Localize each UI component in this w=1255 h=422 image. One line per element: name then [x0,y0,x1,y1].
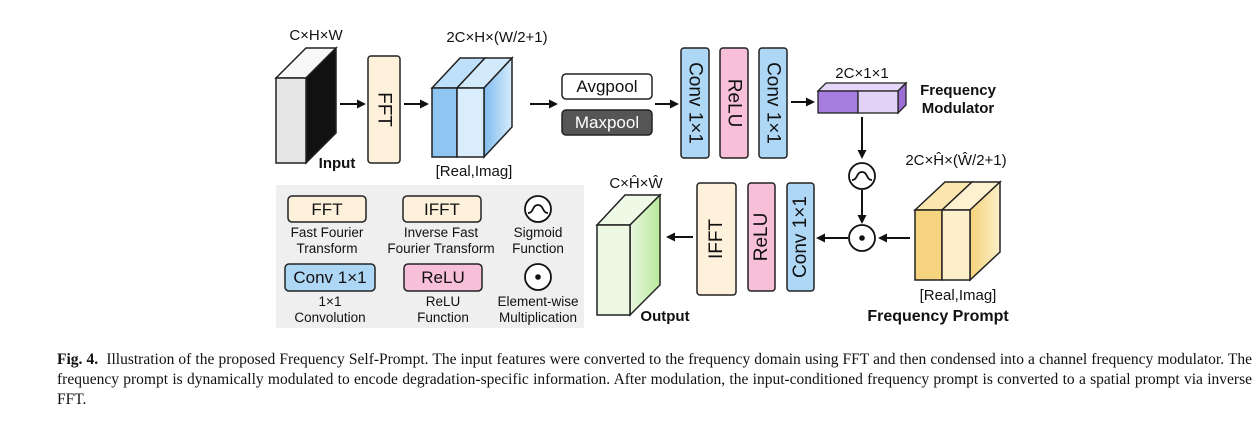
figure-caption: Fig. 4. Illustration of the proposed Fre… [57,350,1252,410]
legend-fft-box-label: FFT [311,200,342,219]
conv-block-1 [680,47,710,159]
conv-block-1-label: Conv 1×1 [685,62,706,144]
legend-conv-box-label: Conv 1×1 [293,268,366,287]
fft-block [367,55,401,164]
conv-block-2 [758,47,788,159]
sigmoid-icon [848,162,876,190]
relu-block-1 [719,47,749,159]
legend-mult-desc-1: Element-wise [497,294,578,309]
input-dim-label: C×H×W [289,27,343,44]
conv-block-3 [786,182,815,292]
legend-sigmoid-desc-1: Sigmoid [514,225,563,240]
legend-fft-desc-2: Transform [296,241,357,256]
legend-conv-desc-2: Convolution [294,310,365,325]
frequency-prompt-cube [913,180,1002,282]
input-label: Input [319,155,356,172]
frequency-self-prompt-diagram: C×H×W Input FFT 2C×H×(W/2+1) [Real,Imag]… [274,27,1009,328]
maxpool-block [561,109,653,136]
legend-relu-desc-2: Function [417,310,469,325]
ifft-block-label: IFFT [706,219,727,259]
multiply-icon [848,224,876,252]
prompt-real-imag-label: [Real,Imag] [920,287,997,304]
maxpool-label: Maxpool [575,113,639,132]
freq-real-imag-label: [Real,Imag] [436,163,513,180]
fft-block-label: FFT [374,92,395,127]
relu-block-1-label: ReLU [724,79,745,128]
ifft-block [696,182,737,296]
legend-relu-box [403,263,483,292]
legend-sigmoid-icon [524,195,552,223]
output-dim-label: C×Ĥ×Ŵ [609,175,663,192]
legend-ifft-desc-2: Fourier Transform [387,241,494,256]
input-cube [274,46,338,165]
legend-conv-box [284,263,376,292]
prompt-label: Frequency Prompt [867,308,1009,325]
relu-block-2-label: ReLU [751,213,772,262]
legend-fft-box [287,195,367,223]
relu-block-2 [747,182,776,292]
modulator-label-line1: Frequency [920,82,997,99]
legend-ifft-box-label: IFFT [424,200,460,219]
legend-relu-box-label: ReLU [421,268,464,287]
legend-ifft-desc-1: Inverse Fast [404,225,479,240]
legend-fft-desc-1: Fast Fourier [291,225,364,240]
caption-text: Illustration of the proposed Frequency S… [57,351,1253,408]
legend-relu-desc-1: ReLU [426,294,461,309]
legend-multiply-icon [524,263,552,291]
legend-sigmoid-desc-2: Function [512,241,564,256]
modulator-dim-label: 2C×1×1 [835,65,888,82]
freq-dim-label: 2C×H×(W/2+1) [446,29,547,46]
conv-block-2-label: Conv 1×1 [763,62,784,144]
freq-cube [430,56,514,159]
output-cube [595,193,662,317]
prompt-dim-label: 2C×Ĥ×(Ŵ/2+1) [905,152,1006,169]
modulator-label-line2: Modulator [922,100,995,117]
legend-conv-desc-1: 1×1 [319,294,342,309]
figure-label: Fig. 4. [57,351,99,368]
legend-ifft-box [402,195,482,223]
avgpool-label: Avgpool [576,77,637,96]
avgpool-block [561,73,653,100]
conv-block-3-label: Conv 1×1 [790,196,811,278]
output-label: Output [640,308,689,325]
frequency-modulator [816,81,908,115]
legend-mult-desc-2: Multiplication [499,310,577,325]
